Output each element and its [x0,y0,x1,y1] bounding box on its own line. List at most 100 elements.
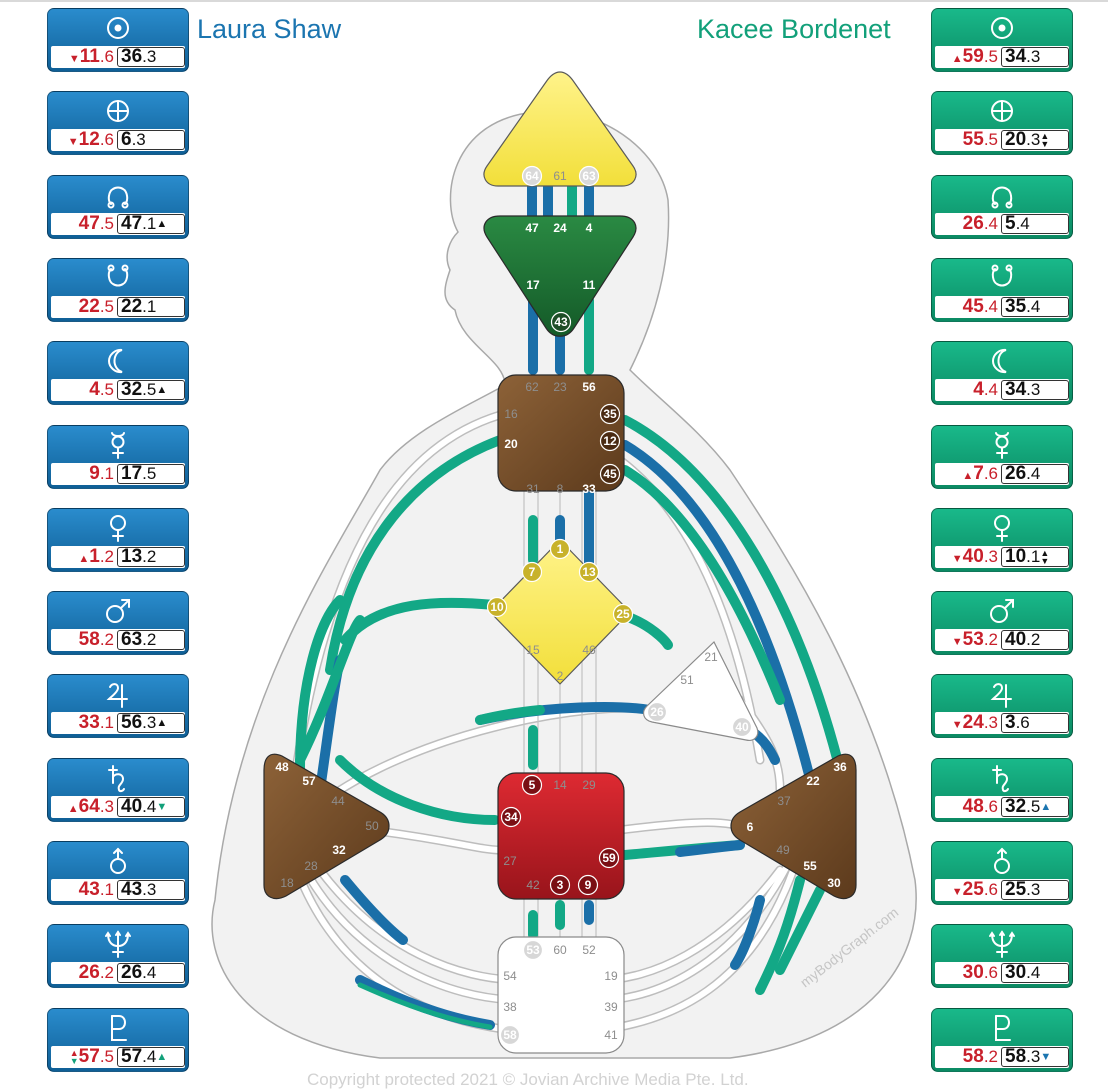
personality-gate-number: 6 [121,129,132,150]
personality-line-number: .1 [1026,547,1040,566]
svg-text:63: 63 [582,169,596,183]
design-gate-number: 33 [79,712,100,733]
gate-35: 35 [601,405,620,424]
svg-text:18: 18 [280,876,294,890]
design-gate: ▲64.3 [51,796,117,818]
gate-24: 24 [553,221,567,235]
gate-13: 13 [580,563,599,582]
svg-text:20: 20 [504,437,518,451]
design-gate: 4.4 [935,379,1001,401]
svg-text:28: 28 [304,859,318,873]
personality-gate-number: 32 [1005,796,1026,817]
personality-marker: ▲ [156,1046,167,1067]
personality-gate-number: 30 [1005,962,1026,983]
right-person-name: Kacee Bordenet [697,14,891,45]
saturn-icon [48,761,188,795]
personality-gate-number: 58 [1005,1046,1026,1067]
svg-text:4: 4 [586,221,593,235]
design-line-number: .6 [984,963,998,982]
personality-gate: 32.5▲ [1001,797,1069,817]
gate-5: 5 [523,776,542,795]
design-gate-number: 48 [963,796,984,817]
gate-54: 54 [503,969,517,983]
personality-marker: ▲ [156,213,167,234]
gate-values: ▼40.310.1▲▼ [935,546,1069,568]
svg-text:11: 11 [583,278,596,292]
moon-icon [48,344,188,378]
design-line-number: .6 [100,47,114,66]
design-marker: ▲ [78,546,89,567]
personality-gate: 40.2 [1001,630,1069,650]
personality-line-number: .4 [1026,297,1040,316]
design-line-number: .1 [100,713,114,732]
pluto-icon [932,1011,1072,1045]
personality-gate-number: 35 [1005,296,1026,317]
personality-gate: 6.3 [117,130,185,150]
personality-gate-number: 47 [121,213,142,234]
personality-line-number: .4 [1026,963,1040,982]
svg-text:3: 3 [557,878,564,892]
gate-4: 4 [586,221,593,235]
gate-values: ▼24.33.6 [935,712,1069,734]
design-line-number: .5 [984,130,998,149]
design-marker: ▲ [68,796,79,817]
personality-gate-number: 3 [1005,712,1016,733]
gate-values: 48.632.5▲ [935,796,1069,818]
personality-line-number: .3 [1026,47,1040,66]
gate-47: 47 [525,221,539,235]
gate-44: 44 [331,794,345,808]
mercury-icon [48,428,188,462]
gate-56: 56 [582,380,596,394]
design-marker: ▼ [952,879,963,900]
gate-43: 43 [552,313,571,332]
personality-line-number: .3 [1026,880,1040,899]
design-line-number: .4 [984,214,998,233]
design-line-number: .6 [100,130,114,149]
design-gate: 47.5 [51,213,117,235]
design-gate: 33.1 [51,712,117,734]
gate-3: 3 [551,876,570,895]
design-marker: ▼ [952,712,963,733]
gate-10: 10 [488,598,507,617]
personality-gate-number: 43 [121,879,142,900]
svg-text:33: 33 [582,482,596,496]
personality-gate: 32.5▲ [117,380,185,400]
personality-gate: 5.4 [1001,214,1069,234]
design-gate: ▲▼57.5 [51,1046,117,1068]
design-gate-number: 25 [963,879,984,900]
personality-gate: 34.3 [1001,380,1069,400]
design-gate: 43.1 [51,879,117,901]
design-gate-number: 55 [963,129,984,150]
svg-text:24: 24 [553,221,567,235]
